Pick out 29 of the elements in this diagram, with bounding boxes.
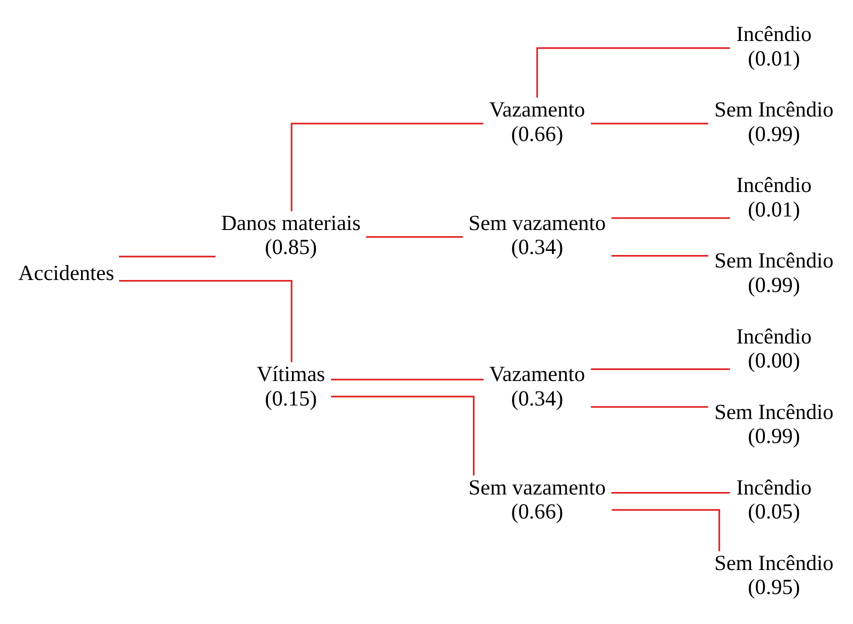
node-text: Sem Incêndio (0.99) — [714, 97, 834, 146]
node-text: Danos materiais (0.85) — [221, 210, 361, 259]
connector — [612, 508, 720, 551]
node-text: Vítimas (0.15) — [256, 362, 326, 410]
connector — [611, 254, 708, 256]
node-text: Incêndio (0.01) — [736, 22, 812, 70]
connector — [590, 368, 730, 370]
connector — [611, 492, 730, 494]
connector — [590, 406, 708, 408]
node-text: Incêndio (0.01) — [736, 172, 812, 221]
node-text: Sem Incêndio (0.99) — [714, 248, 834, 296]
node-text: Vazamento (0.66) — [489, 97, 586, 146]
node-text: Incêndio (0.05) — [736, 474, 812, 524]
node-text: Sem Incêndio (0.99) — [714, 399, 834, 448]
connector — [290, 122, 484, 211]
connector — [366, 236, 463, 238]
connector — [119, 279, 292, 362]
node-text: Sem vazamento (0.34) — [468, 210, 606, 259]
connector — [536, 46, 730, 98]
node-text: Sem vazamento (0.66) — [468, 474, 606, 524]
node-text: Sem Incêndio (0.95) — [714, 550, 834, 599]
connector — [611, 216, 730, 218]
node-text: Vazamento (0.34) — [489, 362, 586, 410]
connector — [118, 255, 216, 257]
connector — [590, 122, 708, 124]
connector — [331, 395, 475, 475]
connector — [331, 378, 484, 380]
node-text: Accidentes — [18, 260, 114, 284]
node-text: Incêndio (0.00) — [736, 324, 812, 372]
